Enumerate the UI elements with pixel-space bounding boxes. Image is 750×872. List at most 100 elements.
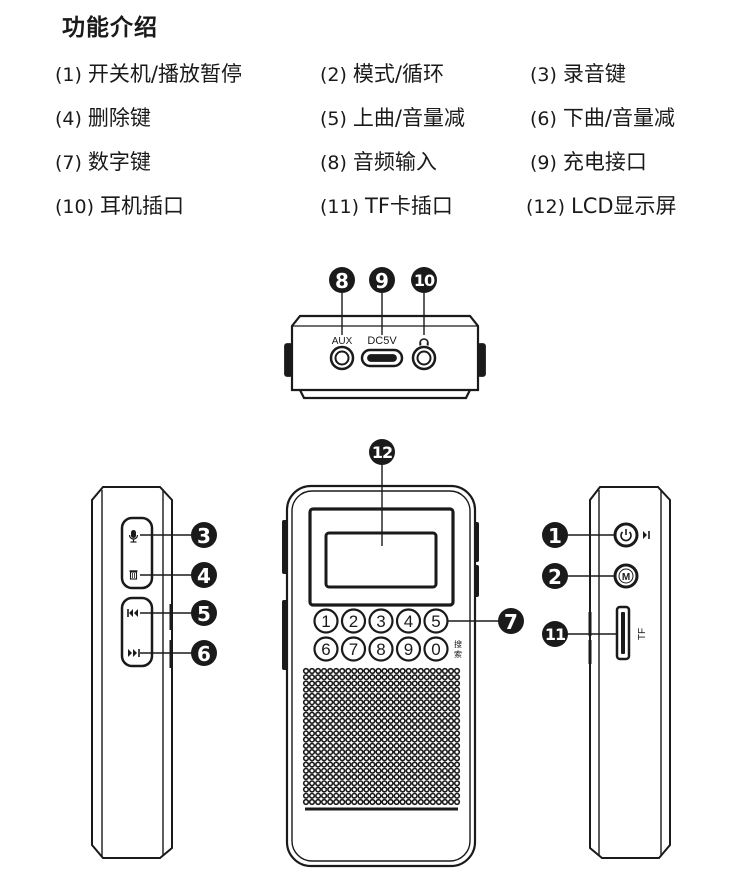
- speaker-hole: [345, 773, 352, 781]
- speaker-hole: [357, 717, 364, 725]
- speaker-hole: [417, 742, 424, 750]
- speaker-hole: [417, 717, 424, 725]
- feature-label: 模式/循环: [352, 62, 444, 86]
- speaker-hole: [441, 686, 449, 693]
- speaker-hole: [345, 692, 352, 700]
- speaker-hole: [339, 786, 346, 793]
- speaker-hole: [375, 711, 382, 718]
- speaker-hole: [363, 674, 370, 681]
- speaker-hole: [315, 667, 322, 675]
- speaker-hole: [393, 730, 400, 737]
- speaker-hole: [327, 674, 334, 681]
- speaker-hole: [369, 742, 376, 750]
- speaker-hole: [447, 748, 455, 756]
- speaker-hole: [441, 705, 449, 712]
- speaker-hole: [302, 711, 310, 718]
- callout-number: 12: [372, 443, 392, 462]
- speaker-hole: [351, 667, 358, 675]
- speaker-hole: [351, 755, 358, 762]
- feature-item: (3)录音键: [530, 58, 626, 88]
- speaker-hole: [357, 686, 364, 693]
- speaker-hole: [417, 798, 424, 806]
- speaker-hole: [435, 730, 443, 737]
- speaker-hole: [405, 723, 412, 731]
- speaker-hole: [399, 667, 406, 675]
- callout-number: 1: [548, 524, 562, 548]
- speaker-hole: [351, 780, 358, 787]
- speaker-hole: [302, 730, 310, 737]
- speaker-hole: [339, 680, 346, 687]
- speaker-hole: [357, 773, 364, 781]
- speaker-hole: [435, 674, 443, 681]
- speaker-hole: [345, 748, 352, 756]
- speaker-hole: [393, 699, 400, 706]
- speaker-hole: [308, 792, 316, 799]
- speaker-hole: [345, 699, 352, 706]
- speaker-hole: [423, 711, 430, 718]
- speaker-hole: [315, 736, 322, 743]
- speaker-hole: [447, 767, 455, 774]
- speaker-hole: [351, 699, 358, 706]
- speaker-hole: [375, 798, 382, 806]
- headphone-icon-ear-left: [419, 342, 422, 346]
- left-side-body: [91, 486, 173, 859]
- speaker-hole: [363, 786, 370, 793]
- speaker-hole: [363, 711, 370, 718]
- speaker-hole: [381, 730, 388, 737]
- speaker-hole: [375, 761, 382, 768]
- speaker-hole: [441, 780, 449, 787]
- speaker-hole: [411, 680, 418, 687]
- mode-button-inner: [618, 568, 634, 584]
- speaker-hole: [411, 767, 418, 774]
- feature-label: 充电接口: [562, 150, 647, 174]
- speaker-hole: [447, 667, 455, 675]
- feature-label: TF卡插口: [365, 194, 453, 218]
- speaker-hole: [387, 773, 394, 781]
- speaker-hole: [411, 723, 418, 731]
- speaker-hole: [453, 711, 461, 718]
- feature-number: (9): [530, 152, 557, 174]
- speaker-hole: [333, 742, 340, 750]
- speaker-hole: [327, 723, 334, 731]
- speaker-hole: [399, 680, 406, 687]
- speaker-hole: [447, 699, 455, 706]
- speaker-hole: [351, 786, 358, 793]
- speaker-hole: [308, 699, 316, 706]
- speaker-hole: [405, 748, 412, 756]
- record-delete-button-group: [120, 516, 154, 590]
- speaker-hole: [339, 699, 346, 706]
- speaker-hole: [387, 792, 394, 799]
- speaker-hole: [429, 730, 436, 737]
- speaker-hole: [423, 699, 430, 706]
- feature-number: (4): [55, 108, 82, 130]
- speaker-hole: [387, 780, 394, 787]
- speaker-hole: [345, 786, 352, 793]
- speaker-hole: [363, 692, 370, 700]
- speaker-hole: [423, 755, 430, 762]
- speaker-hole: [333, 780, 340, 787]
- speaker-hole: [441, 699, 449, 706]
- tf-label: TF: [637, 628, 648, 640]
- callout-8: 8: [329, 267, 355, 293]
- headphone-jack: [411, 345, 437, 371]
- speaker-hole: [308, 755, 316, 762]
- speaker-hole: [387, 705, 394, 712]
- speaker-hole: [333, 711, 340, 718]
- speaker-hole: [351, 692, 358, 700]
- speaker-hole: [315, 705, 322, 712]
- speaker-hole: [375, 717, 382, 725]
- speaker-hole: [345, 680, 352, 687]
- speaker-hole: [393, 705, 400, 712]
- tf-card-slot-inner: [621, 612, 625, 654]
- keypad-key-label: 6: [321, 640, 330, 659]
- speaker-hole: [447, 755, 455, 762]
- speaker-hole: [357, 780, 364, 787]
- speaker-hole: [333, 767, 340, 774]
- speaker-hole: [339, 705, 346, 712]
- speaker-hole: [345, 767, 352, 774]
- speaker-hole: [308, 748, 316, 756]
- speaker-hole: [375, 773, 382, 781]
- speaker-hole: [308, 780, 316, 787]
- next-track-icon: [128, 649, 140, 657]
- speaker-hole: [399, 767, 406, 774]
